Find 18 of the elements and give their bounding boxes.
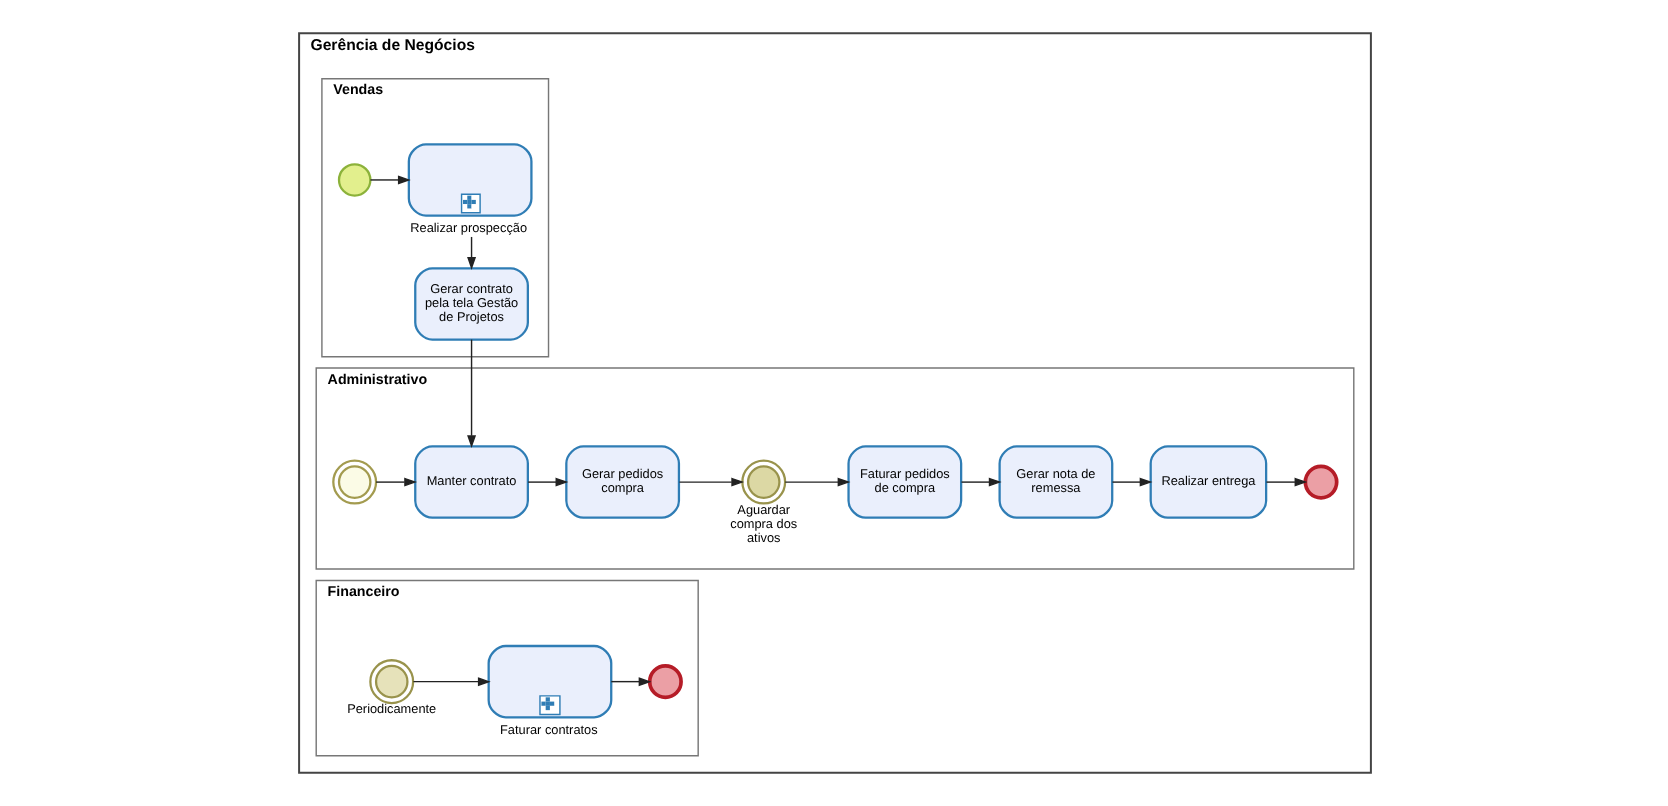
- arrow: [1264, 477, 1307, 487]
- arrow: [677, 477, 744, 487]
- node-circle: [1302, 464, 1338, 500]
- arrow: [466, 338, 476, 449]
- node-circle: [368, 659, 414, 705]
- arrow: [783, 477, 850, 487]
- arrow: [1110, 477, 1152, 487]
- node-circle: [336, 163, 371, 197]
- node-circle: [646, 664, 682, 700]
- arrow: [374, 477, 417, 487]
- arrow: [609, 677, 651, 687]
- arrow: [368, 175, 410, 185]
- node-circle: [740, 459, 786, 505]
- arrow: [959, 477, 1001, 487]
- arrow: [411, 677, 490, 687]
- node-circle: [331, 459, 377, 505]
- arrow: [526, 477, 568, 487]
- arrow: [466, 236, 476, 270]
